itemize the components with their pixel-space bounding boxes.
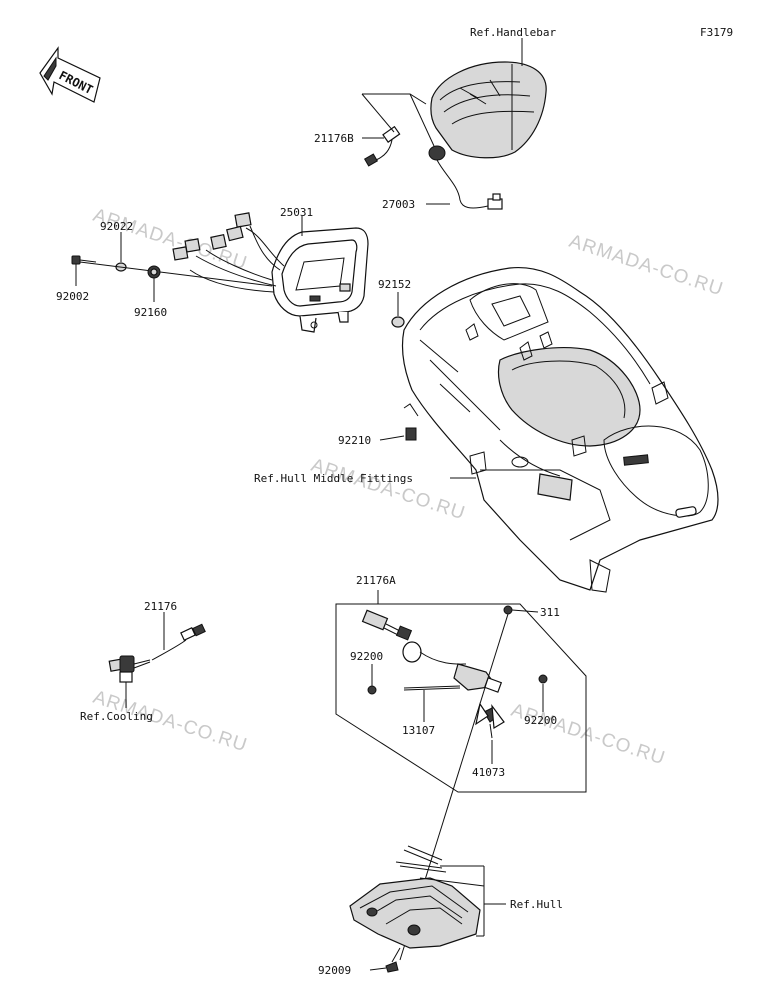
- meter-25031: [172, 212, 369, 333]
- part-92210: [403, 403, 419, 441]
- part-13107: [403, 685, 461, 691]
- label-27003: 27003: [382, 198, 415, 211]
- part-21176: [108, 623, 206, 683]
- watermark-5: ARMADA-CO.RU: [508, 700, 667, 770]
- label-21176: 21176: [144, 600, 177, 613]
- handlebar-cover: [430, 61, 547, 159]
- part-21176A: [361, 609, 503, 693]
- label-ref-cooling: Ref.Cooling: [80, 710, 153, 723]
- label-ref-handlebar: Ref.Handlebar: [470, 26, 556, 39]
- part-27003: [428, 145, 503, 210]
- label-92152: 92152: [378, 278, 411, 291]
- label-25031: 25031: [280, 206, 313, 219]
- label-92210: 92210: [338, 434, 371, 447]
- label-21176B: 21176B: [314, 132, 354, 145]
- label-92200-left: 92200: [350, 650, 383, 663]
- label-311: 311: [540, 606, 560, 619]
- label-ref-hull-middle-fittings: Ref.Hull Middle Fittings: [254, 472, 413, 485]
- watermark-2: ARMADA-CO.RU: [566, 231, 725, 301]
- bottom-cover: [349, 845, 481, 949]
- group-21176A-frame: [335, 590, 587, 793]
- watermark-1: ARMADA-CO.RU: [90, 205, 249, 275]
- part-21176B: [363, 125, 401, 167]
- figure-code: F3179: [700, 26, 733, 39]
- leader-lines: [75, 38, 544, 971]
- watermark-3: ARMADA-CO.RU: [308, 455, 467, 525]
- small-parts-meter: [71, 255, 273, 287]
- label-92002: 92002: [56, 290, 89, 303]
- front-arrow: FRONT: [39, 46, 101, 103]
- label-92022: 92022: [100, 220, 133, 233]
- hull-body: [401, 266, 719, 593]
- label-13107: 13107: [402, 724, 435, 737]
- label-21176A: 21176A: [356, 574, 396, 587]
- label-ref-hull: Ref.Hull: [510, 898, 563, 911]
- labels: F3179 Ref.Handlebar 21176B 27003 25031 9…: [56, 26, 733, 977]
- label-92200-right: 92200: [524, 714, 557, 727]
- part-92009: [385, 947, 401, 973]
- label-41073: 41073: [472, 766, 505, 779]
- label-92160: 92160: [134, 306, 167, 319]
- label-92009: 92009: [318, 964, 351, 977]
- part-41073: [475, 702, 505, 739]
